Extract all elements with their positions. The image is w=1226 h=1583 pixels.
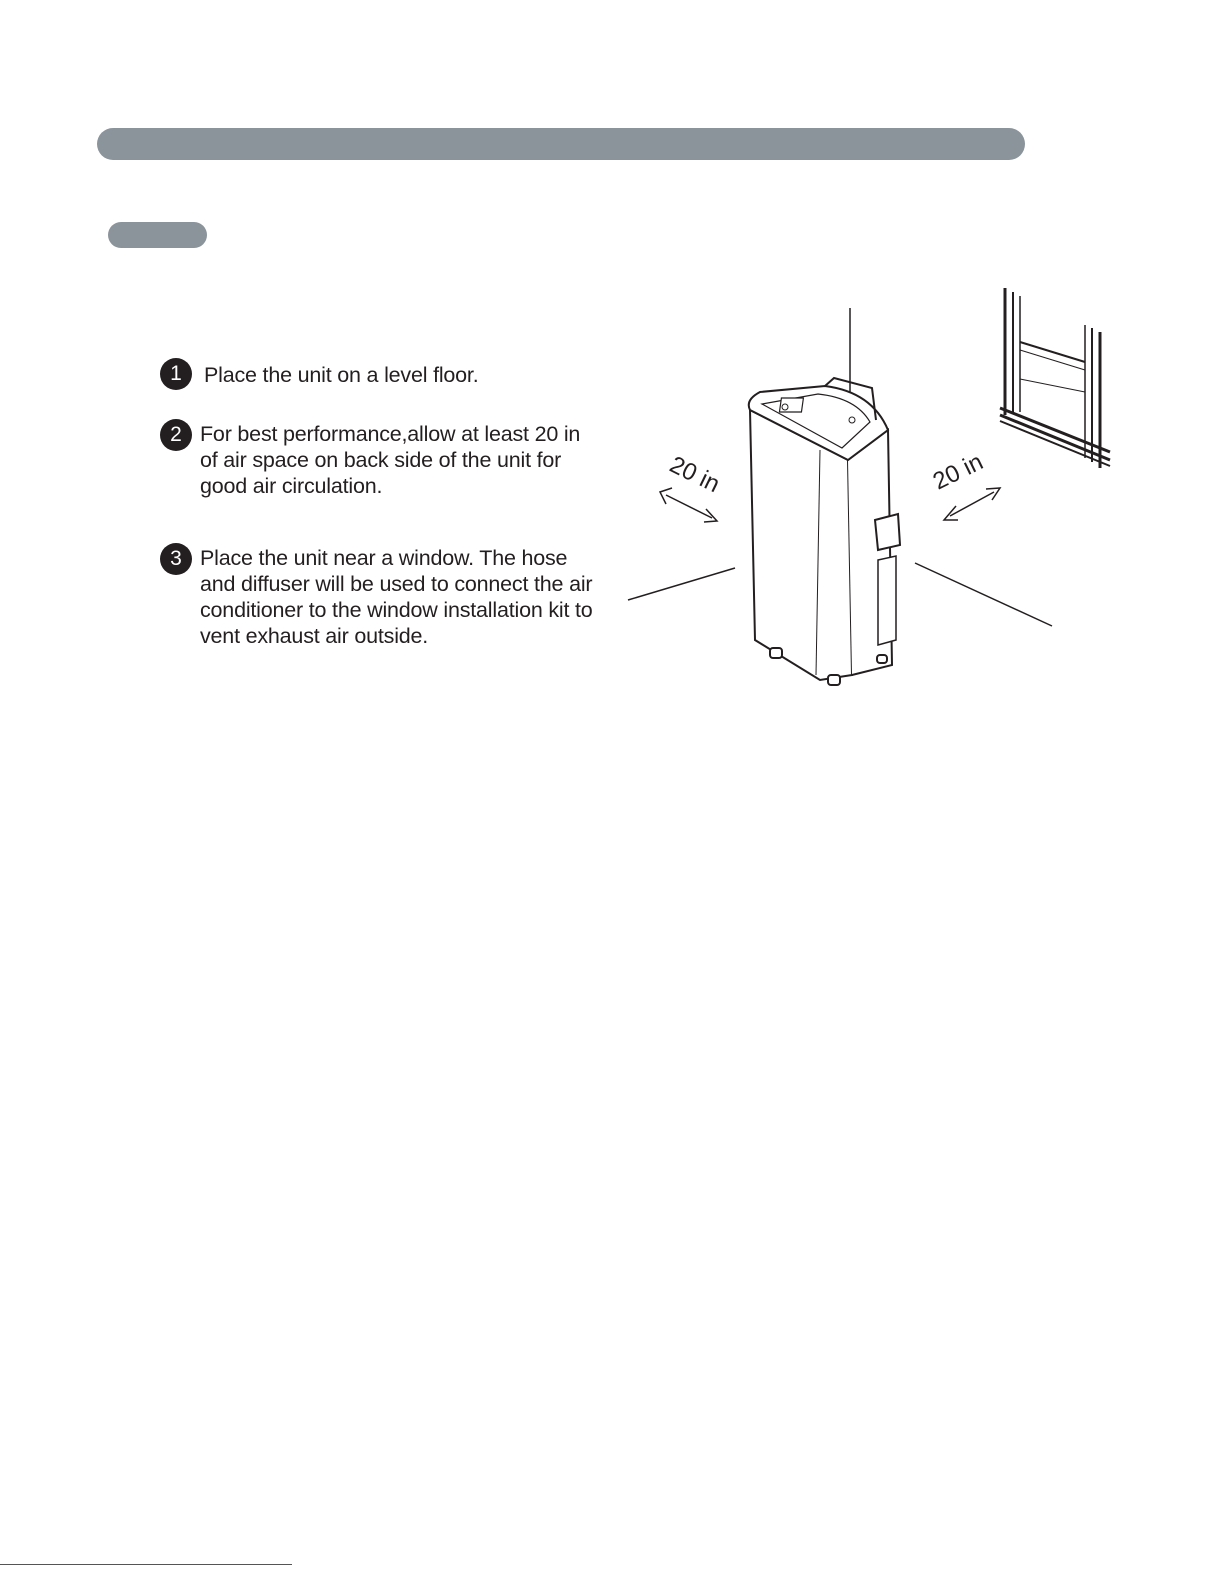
section-header-bar xyxy=(97,128,1025,160)
footer-rule xyxy=(0,1564,292,1565)
window xyxy=(999,288,1111,468)
left-clearance-arrow xyxy=(658,487,719,523)
step-text: For best performance,allow at least 20 i… xyxy=(200,422,581,498)
floor-line-left xyxy=(627,567,736,601)
step-number-badge: 1 xyxy=(160,358,192,390)
step-3: 3 Place the unit near a window. The hose… xyxy=(160,543,593,649)
floor-line-right xyxy=(914,562,1053,627)
step-number-badge: 3 xyxy=(160,543,192,575)
unit-placement-illustration: 20 in 20 in xyxy=(627,288,1111,686)
left-clearance-label: 20 in xyxy=(665,451,724,498)
step-2: 2 For best performance,allow at least 20… xyxy=(160,419,580,499)
subsection-pill xyxy=(108,222,207,248)
step-text: Place the unit on a level floor. xyxy=(204,363,479,387)
step-1: 1 Place the unit on a level floor. xyxy=(160,358,479,390)
right-clearance-label: 20 in xyxy=(929,448,988,495)
step-number-badge: 2 xyxy=(160,419,192,451)
air-conditioner-unit xyxy=(747,376,902,686)
step-text: Place the unit near a window. The hose a… xyxy=(200,546,593,648)
right-clearance-arrow xyxy=(942,487,1002,521)
